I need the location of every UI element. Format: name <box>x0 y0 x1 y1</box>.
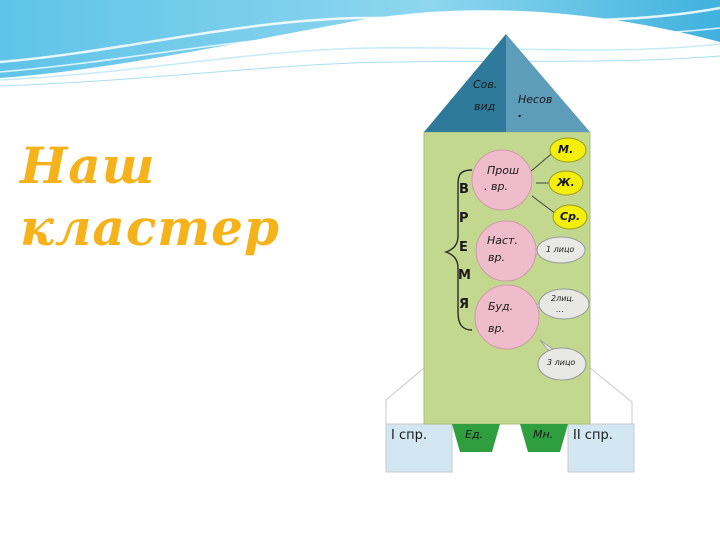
vertical-letter-3: Е <box>459 240 468 255</box>
callout-sr <box>552 204 588 230</box>
nozzle-left <box>452 424 500 452</box>
vertical-letter-2: Р <box>459 211 469 226</box>
nozzle-right <box>520 424 568 452</box>
right-fin-label: II спр. <box>573 428 613 443</box>
callout-m <box>549 137 587 163</box>
vertical-letter-4: М <box>458 268 471 283</box>
tense-past-label-1: Прош <box>487 164 520 177</box>
tense-past-circle <box>471 149 533 211</box>
nose-left-label-2: вид <box>474 100 496 113</box>
tense-future-circle <box>474 284 540 350</box>
tense-past-label-2: . вр. <box>484 180 508 193</box>
tense-present-label-2: вр. <box>488 251 505 264</box>
right-fin-base <box>567 423 635 473</box>
callout-1-person <box>536 236 586 264</box>
nose-right-half <box>506 34 590 132</box>
left-fin <box>385 366 425 425</box>
tense-present-label-1: Наст. <box>487 234 518 247</box>
nose-right-label-1: Несов <box>518 93 553 106</box>
callout-zh <box>548 170 584 196</box>
vertical-letter-5: Я <box>459 297 470 312</box>
person-3-label: 3 лицо <box>547 358 576 367</box>
slide-title-line-1: Наш <box>20 136 156 195</box>
person-2-label-2: … <box>556 305 564 314</box>
callout-line-sr <box>531 195 557 215</box>
tense-future-label-2: вр. <box>488 322 505 335</box>
tense-present-circle <box>475 220 537 282</box>
person-2-label-1: 2лиц. <box>551 294 575 303</box>
gender-sr-label: Ср. <box>560 210 581 223</box>
nozzle-right-label: Мн. <box>533 428 554 441</box>
wave-decoration <box>0 0 720 87</box>
person-1-label: 1 лицо <box>546 245 575 254</box>
vertical-letter-1: В <box>459 182 469 197</box>
left-fin-label: I спр. <box>391 428 427 443</box>
callout-2-person <box>538 288 590 320</box>
nose-right-label-2: . <box>518 107 523 120</box>
right-fin <box>589 366 633 425</box>
slide-title: Наш кластер <box>20 135 280 259</box>
nose-left-half <box>424 34 506 132</box>
gender-zh-label: Ж. <box>557 176 575 189</box>
left-fin-base <box>385 423 453 473</box>
callout-3-person <box>537 347 587 381</box>
time-brace <box>443 169 473 331</box>
slide-title-line-2: кластер <box>20 198 280 257</box>
nozzle-left-label: Ед. <box>465 428 484 441</box>
tense-future-label-1: Буд. <box>488 300 514 313</box>
nose-left-label-1: Сов. <box>473 78 498 91</box>
gender-m-label: М. <box>558 143 574 156</box>
